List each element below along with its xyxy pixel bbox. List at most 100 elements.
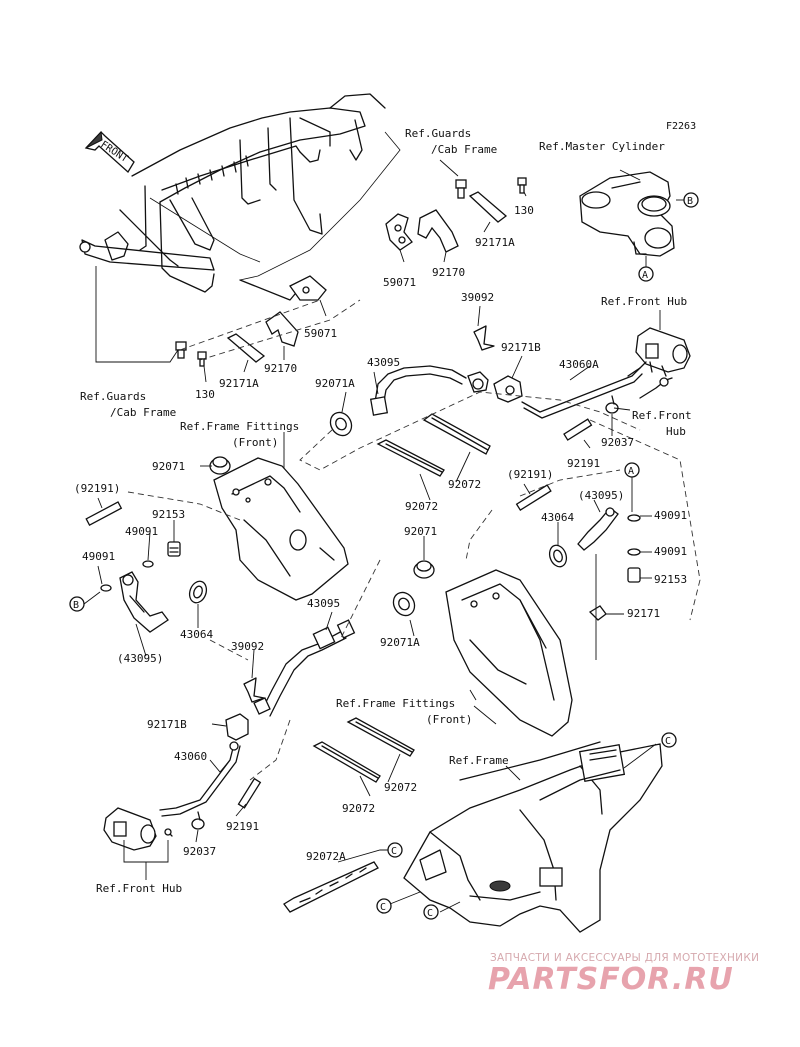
- label-92071A-mid: 92071A: [380, 636, 420, 649]
- ref-frame-fittings-right-line1: Ref.Frame Fittings: [336, 697, 455, 710]
- label-43095-top: 43095: [367, 356, 400, 369]
- clip-39092-lower: [243, 677, 265, 703]
- label-92191-paren-right: (92191): [507, 468, 553, 481]
- svg-text:C: C: [380, 902, 386, 913]
- label-43095-paren-left: (43095): [117, 652, 163, 665]
- label-92171A-mid: 92171A: [219, 377, 259, 390]
- master-cylinder: [579, 171, 675, 257]
- svg-text:B: B: [687, 196, 693, 207]
- svg-text:C: C: [665, 736, 671, 747]
- grommet-43064-left: [188, 580, 208, 604]
- brake-pipe-43060A: [521, 361, 647, 419]
- ref-master-cylinder: Ref.Master Cylinder: [539, 140, 665, 153]
- label-92171-right: 92171: [627, 607, 660, 620]
- hose-43095-lower: [253, 619, 356, 717]
- band-92072-upper-b: [376, 439, 445, 477]
- ref-guards-left-line2: /Cab Frame: [110, 406, 176, 419]
- bolt-130-upper-a: [455, 179, 467, 199]
- svg-text:C: C: [391, 846, 397, 857]
- tube-92191-upper: [563, 418, 593, 441]
- svg-text:A: A: [642, 270, 648, 281]
- label-92153-right: 92153: [654, 573, 687, 586]
- hose-43095-right: [577, 507, 619, 551]
- callout-c-band: C: [387, 842, 403, 858]
- label-92071-right: 92071: [404, 525, 437, 538]
- band-92072A: [283, 861, 379, 913]
- bracket-59071-lower: [289, 275, 327, 301]
- label-92037-top: 92037: [601, 436, 634, 449]
- brake-pipe-43060: [159, 741, 241, 817]
- hose-43095-left: [119, 571, 169, 633]
- callout-c-upper: C: [661, 732, 677, 748]
- label-130-top: 130: [514, 204, 534, 217]
- band-92072-lower-b: [312, 741, 381, 783]
- label-92037-lower: 92037: [183, 845, 216, 858]
- label-130-mid: 130: [195, 388, 215, 401]
- label-92072-top-a: 92072: [448, 478, 481, 491]
- washer-49091-right-b: [627, 548, 641, 556]
- ref-guards-left-line1: Ref.Guards: [80, 390, 146, 403]
- watermark-tagline: ЗАПЧАСТИ И АКСЕССУАРЫ ДЛЯ МОТОТЕХНИКИ: [490, 952, 760, 964]
- front-hub-left: [103, 807, 173, 851]
- label-92072A: 92072A: [306, 850, 346, 863]
- label-92072-lower-a: 92072: [384, 781, 417, 794]
- label-92171B-lower: 92171B: [147, 718, 187, 731]
- tube-92191-left: [85, 501, 123, 526]
- front-hub-right: [635, 327, 691, 377]
- washer-49091-left-b: [100, 584, 112, 592]
- label-59071-top: 59071: [383, 276, 416, 289]
- band-92072-lower-a: [346, 717, 415, 757]
- washer-49091-right-a: [627, 514, 641, 522]
- ref-front-hub-bottom: Ref.Front Hub: [96, 882, 182, 895]
- grommet-92071A-upper: [329, 411, 353, 437]
- callout-c-lower-b: C: [423, 904, 439, 920]
- band-92072-upper-a: [422, 413, 491, 455]
- label-49091-left-a: 49091: [125, 525, 158, 538]
- brake-hose-43095-upper: [369, 365, 489, 416]
- main-frame: [403, 741, 663, 933]
- tube-92191-lower: [237, 777, 262, 809]
- hub-fitting-upper: [639, 377, 673, 399]
- tube-92191-right: [515, 484, 552, 511]
- routing-dashed-lines: [127, 299, 701, 781]
- front-direction-arrow: FRONT: [84, 130, 135, 174]
- grommet-92071A-lower: [392, 591, 416, 617]
- label-49091-left-b: 49091: [82, 550, 115, 563]
- ref-front-hub-split-line2: Hub: [666, 425, 686, 438]
- label-92170-top: 92170: [432, 266, 465, 279]
- label-92191-top: 92191: [567, 457, 600, 470]
- grommet-43064-right: [548, 544, 568, 568]
- guards-frame-structure: [79, 93, 401, 301]
- label-43060A: 43060A: [559, 358, 599, 371]
- clamp-92170-lower: [265, 311, 299, 347]
- label-92191-lower: 92191: [226, 820, 259, 833]
- label-49091-right-a: 49091: [654, 509, 687, 522]
- bolt-92153-left: [167, 541, 181, 557]
- ref-guards-top-line1: Ref.Guards: [405, 127, 471, 140]
- label-43095-mid: 43095: [307, 597, 340, 610]
- callout-a-right: A: [624, 462, 640, 478]
- leader-lines: [83, 159, 684, 913]
- svg-text:B: B: [73, 600, 79, 611]
- clip-39092-upper: [473, 325, 495, 351]
- ref-frame-fittings-left-line1: Ref.Frame Fittings: [180, 420, 299, 433]
- plate-92171A-upper: [468, 191, 508, 223]
- bracket-92171B-lower: [225, 713, 249, 741]
- watermark-logo: PARTSFOR.RU: [488, 962, 734, 997]
- label-59071-mid: 59071: [304, 327, 337, 340]
- plate-92171A-lower: [226, 333, 266, 363]
- frame-fittings-right: [445, 569, 573, 737]
- label-39092-mid: 39092: [231, 640, 264, 653]
- label-43064-left: 43064: [180, 628, 213, 641]
- label-92072-top-b: 92072: [405, 500, 438, 513]
- callout-b-left: B: [69, 596, 85, 612]
- callout-a-master: A: [638, 266, 654, 282]
- label-92171A-top: 92171A: [475, 236, 515, 249]
- label-92170-mid: 92170: [264, 362, 297, 375]
- front-label: FRONT: [98, 139, 129, 165]
- bolt-130-upper-b: [517, 177, 527, 194]
- label-92191-paren-left: (92191): [74, 482, 120, 495]
- grommet-92071-right: [413, 560, 435, 579]
- clamp-92170-upper: [417, 209, 459, 253]
